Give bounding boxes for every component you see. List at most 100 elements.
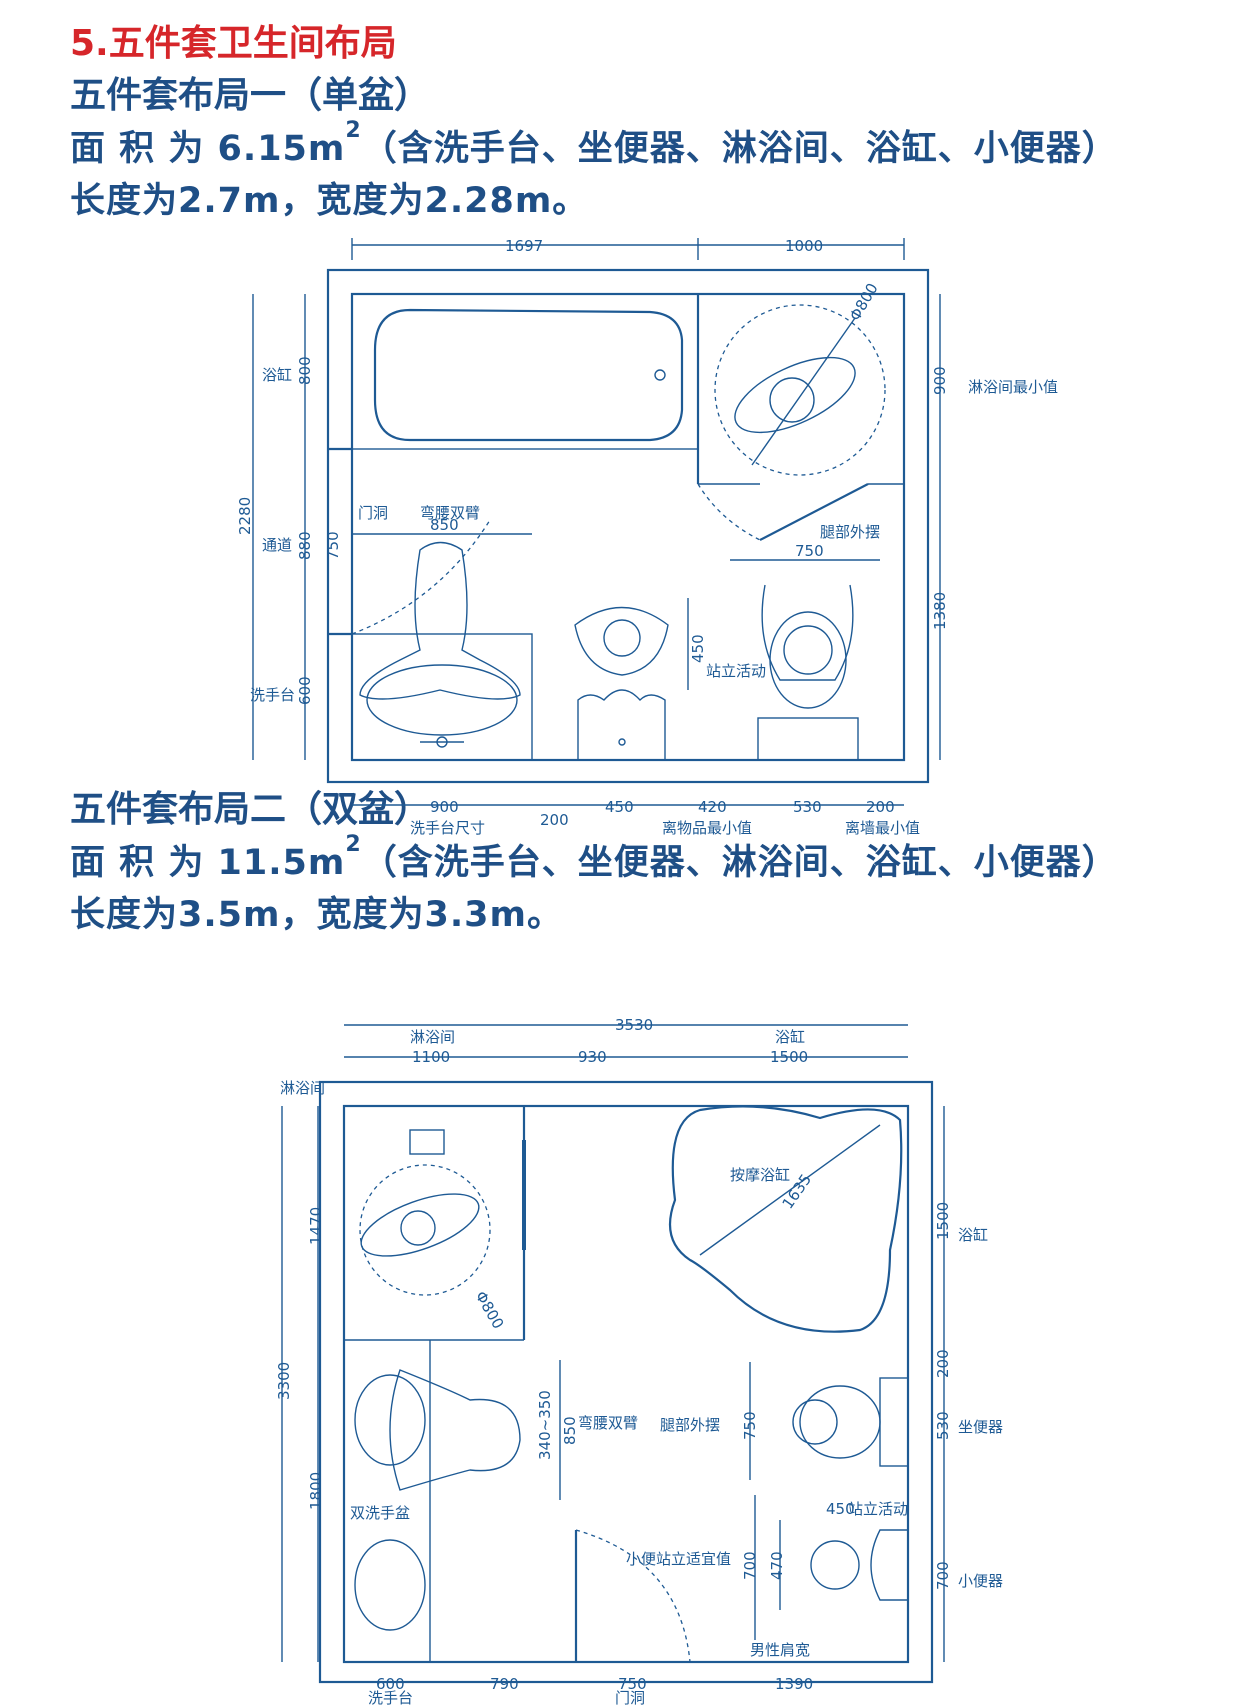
plan1-label-door: 门洞: [358, 504, 388, 522]
plan2-dim-3300: 3300: [275, 1362, 293, 1400]
plan1-dim-750-left: 750: [324, 531, 342, 560]
plan1-shower-door-arc: [697, 483, 761, 541]
layout2-area: 面 积 为 11.5m2（含洗手台、坐便器、淋浴间、浴缸、小便器）: [70, 832, 1118, 885]
plan2-dim-750b: 750: [618, 1675, 647, 1693]
plan2-dim-700-inner: 700: [741, 1551, 759, 1580]
plan2-label-bend: 弯腰双臂: [578, 1414, 638, 1432]
plan1-label-bend: 弯腰双臂: [420, 504, 480, 522]
plan2-outer-wall: [318, 1080, 934, 1684]
plan1-label-aisle: 通道: [262, 536, 292, 554]
plan1-door-arc: [351, 519, 491, 635]
plan1-urinal: [577, 689, 666, 761]
plan1-bathtub: [373, 308, 684, 442]
plan2-dim-3530: 3530: [615, 1016, 653, 1034]
plan2-label-leg: 腿部外摆: [660, 1416, 720, 1434]
plan1-dim-1697: 1697: [505, 237, 543, 255]
plan2-dim-1500-right: 1500: [934, 1202, 952, 1240]
plan2-dim-930: 930: [578, 1048, 607, 1066]
plan2-dim-790: 790: [490, 1675, 519, 1693]
plan1-dim-450b: 450: [605, 798, 634, 816]
plan2-label-shower-left: 淋浴间: [280, 1079, 325, 1097]
plan1-label-wall-min: 离墙最小值: [845, 819, 920, 837]
plan2-dim-1500: 1500: [770, 1048, 808, 1066]
plan2-basin-person: [389, 1369, 521, 1491]
plan2-dim-700: 700: [934, 1561, 952, 1590]
plan1-dim-2280: 2280: [236, 497, 254, 535]
plan2-inner-wall: [342, 1104, 910, 1664]
plan2-label-toilet: 坐便器: [958, 1418, 1003, 1436]
plan2-label-massage: 按摩浴缸: [730, 1166, 790, 1184]
plan1-dim-200b: 200: [866, 798, 895, 816]
plan1-washbasin-counter: [351, 633, 533, 761]
plan1-label-bathtub: 浴缸: [262, 366, 292, 384]
plan2-urinal-person: [810, 1540, 860, 1590]
plan2-basin-1: [354, 1374, 426, 1466]
plan2-urinal: [870, 1529, 909, 1601]
plan1-dim-800: 800: [296, 356, 314, 385]
plan2-massage-bathtub: [668, 1105, 903, 1333]
plan2-toilet-tank: [879, 1377, 909, 1467]
plan1-dim-850: 850: [430, 516, 459, 534]
plan2-label-bathtub-top: 浴缸: [775, 1028, 805, 1046]
plan1-label-item-min: 离物品最小值: [662, 819, 752, 837]
plan2-dim-200: 200: [934, 1349, 952, 1378]
layout1-area: 面 积 为 6.15m2（含洗手台、坐便器、淋浴间、浴缸、小便器）: [70, 118, 1118, 171]
layout2-title: 五件套布局二（双盆）: [70, 789, 431, 830]
plan2-diameter: Φ800: [472, 1288, 508, 1332]
plan2-dim-1800: 1800: [307, 1472, 325, 1510]
plan2-label-urinal: 小便器: [958, 1572, 1003, 1590]
layout2-area-prefix: 面 积 为 11.5m: [70, 843, 346, 883]
plan2-shower-control: [409, 1129, 445, 1155]
plan1-basin-person: [359, 541, 521, 700]
section-title: 5.五件套卫生间布局: [70, 23, 397, 64]
plan2-label-door: 门洞: [615, 1689, 645, 1706]
plan2-toilet-person: [792, 1399, 838, 1445]
plan2-dim-1100: 1100: [412, 1048, 450, 1066]
layout1-area-sup: 2: [345, 118, 362, 143]
plan1-dim-1380: 1380: [931, 592, 949, 630]
plan2-label-shower: 淋浴间: [410, 1028, 455, 1046]
plan1-label-shower-min: 淋浴间最小值: [968, 378, 1058, 396]
plan2-dim-470: 470: [768, 1551, 786, 1580]
plan1-dim-600: 600: [296, 676, 314, 705]
layout1-size: 长度为2.7m，宽度为2.28m。: [70, 181, 589, 221]
plan2-dim-530: 530: [934, 1411, 952, 1440]
plan2-shower-person: [360, 1193, 480, 1257]
plan1-urinal-person: [574, 606, 669, 676]
plan2-door-arc: [575, 1529, 691, 1663]
plan1-shower-circle: [714, 304, 886, 476]
plan1-dim-420: 420: [698, 798, 727, 816]
plan2-dim-850: 850: [561, 1416, 579, 1445]
plan1-dim-900-right: 900: [931, 366, 949, 395]
plan1-dim-750: 750: [795, 542, 824, 560]
plan1-dim-200a: 200: [540, 811, 569, 829]
plan1-toilet-person: [761, 584, 854, 681]
plan1-label-basin-size: 洗手台尺寸: [410, 819, 485, 837]
plan2-dim-1470: 1470: [307, 1207, 325, 1245]
layout2-size: 长度为3.5m，宽度为3.3m。: [70, 895, 563, 935]
plan1-bathtub-drain: [654, 369, 666, 381]
plan1-toilet-tank: [757, 717, 859, 761]
plan2-label-bathtub-right: 浴缸: [958, 1226, 988, 1244]
plan1-dim-1000: 1000: [785, 237, 823, 255]
plan1-basin: [366, 664, 518, 736]
plan1-dim-880: 880: [296, 531, 314, 560]
plan1-shower-door: [759, 483, 869, 541]
plan1-dim-530: 530: [793, 798, 822, 816]
layout1-area-prefix: 面 积 为 6.15m: [70, 129, 346, 169]
plan2-label-shoulder: 男性肩宽: [750, 1641, 810, 1659]
layout2-area-suffix: （含洗手台、坐便器、淋浴间、浴缸、小便器）: [361, 843, 1118, 883]
plan2-label-stand: 站立活动: [848, 1500, 908, 1518]
plan1-label-leg: 腿部外摆: [820, 523, 880, 541]
plan1-label-washbasin: 洗手台: [250, 686, 295, 704]
plan2-dim-340-350: 340~350: [536, 1390, 554, 1460]
plan2-dim-1390: 1390: [775, 1675, 813, 1693]
floor-plan-1: 1697 1000 Φ800 850 门洞 弯腰双臂 450 站立活动 750 …: [236, 237, 1058, 837]
plan1-dim-900: 900: [430, 798, 459, 816]
plan2-label-double-basin: 双洗手盆: [350, 1504, 410, 1522]
plan2-dim-600: 600: [376, 1675, 405, 1693]
plan2-shower-circle: [359, 1164, 491, 1296]
plan1-outer-wall: [326, 268, 930, 784]
plan2-dim-450: 450: [826, 1500, 855, 1518]
